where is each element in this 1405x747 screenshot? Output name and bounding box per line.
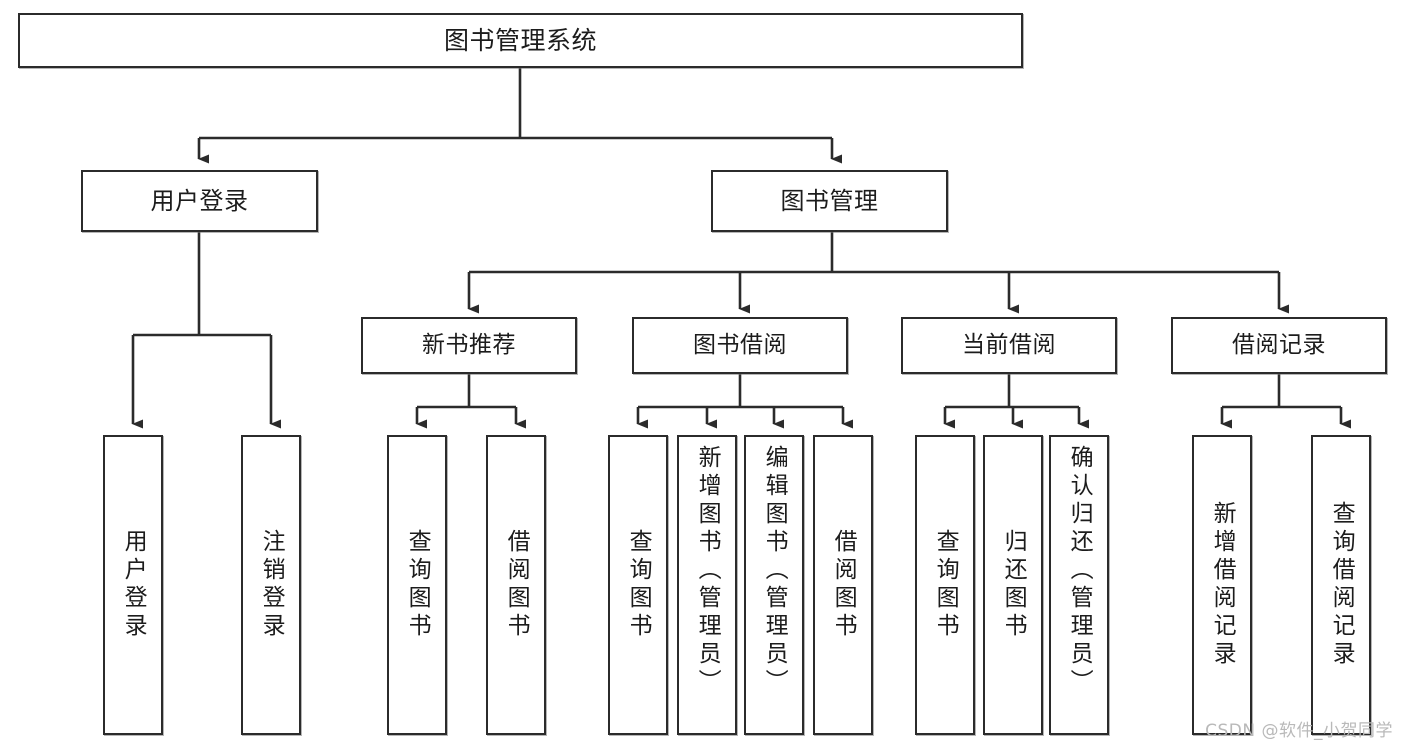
node-label: 确认归还（管理员） [1066, 445, 1093, 697]
node-label: 归还图书 [1000, 529, 1027, 641]
node-borrowing-record[interactable]: 借阅记录 [1171, 317, 1387, 374]
node-label: 查询图书 [625, 529, 652, 641]
node-label: 新增图书（管理员） [694, 445, 721, 697]
node-label: 注销登录 [258, 529, 285, 641]
node-root-book-management-system[interactable]: 图书管理系统 [18, 13, 1023, 68]
leaf-record-add-borrow-record[interactable]: 新增借阅记录 [1192, 435, 1252, 735]
node-label: 查询图书 [404, 529, 431, 641]
node-user-login[interactable]: 用户登录 [81, 170, 318, 232]
node-label: 新书推荐 [422, 331, 516, 358]
leaf-user-login-login[interactable]: 用户登录 [103, 435, 163, 735]
leaf-new-book-borrow-book[interactable]: 借阅图书 [486, 435, 546, 735]
leaf-current-confirm-return-admin[interactable]: 确认归还（管理员） [1049, 435, 1109, 735]
node-label: 编辑图书（管理员） [761, 445, 788, 697]
node-label: 图书借阅 [693, 331, 787, 358]
node-label: 用户登录 [150, 186, 249, 215]
leaf-user-login-logout[interactable]: 注销登录 [241, 435, 301, 735]
node-book-management[interactable]: 图书管理 [711, 170, 948, 232]
node-book-borrowing[interactable]: 图书借阅 [632, 317, 848, 374]
leaf-new-book-query-book[interactable]: 查询图书 [387, 435, 447, 735]
node-label: 查询图书 [932, 529, 959, 641]
node-label: 图书管理系统 [443, 25, 597, 55]
node-label: 图书管理 [780, 186, 879, 215]
node-label: 新增借阅记录 [1209, 501, 1236, 669]
leaf-record-query-borrow-record[interactable]: 查询借阅记录 [1311, 435, 1371, 735]
node-new-book-recommendation[interactable]: 新书推荐 [361, 317, 577, 374]
node-label: 当前借阅 [962, 331, 1056, 358]
csdn-watermark: CSDN @软件_小贺同学 [1205, 721, 1393, 741]
node-label: 用户登录 [120, 529, 147, 641]
leaf-borrow-borrow-book[interactable]: 借阅图书 [813, 435, 873, 735]
node-label: 借阅记录 [1232, 331, 1326, 358]
leaf-borrow-query-book[interactable]: 查询图书 [608, 435, 668, 735]
leaf-borrow-add-book-admin[interactable]: 新增图书（管理员） [677, 435, 737, 735]
node-label: 查询借阅记录 [1328, 501, 1355, 669]
leaf-current-query-book[interactable]: 查询图书 [915, 435, 975, 735]
node-label: 借阅图书 [503, 529, 530, 641]
leaf-borrow-edit-book-admin[interactable]: 编辑图书（管理员） [744, 435, 804, 735]
node-label: 借阅图书 [830, 529, 857, 641]
leaf-current-return-book[interactable]: 归还图书 [983, 435, 1043, 735]
node-current-borrowing[interactable]: 当前借阅 [901, 317, 1117, 374]
